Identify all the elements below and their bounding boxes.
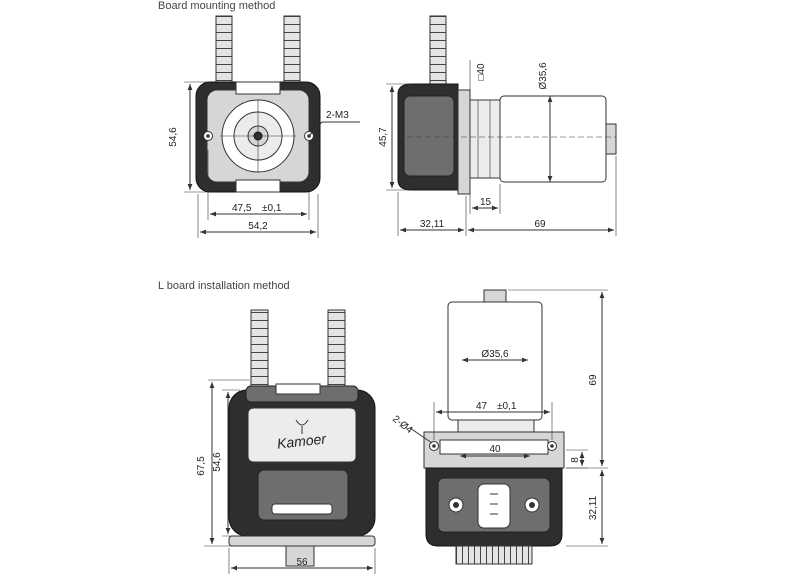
dim-l-side-motor-len: 69 bbox=[588, 374, 599, 386]
dim-l-side-width: 40 bbox=[489, 444, 501, 455]
adapter bbox=[469, 99, 501, 179]
dim-l-front-height: 54,6 bbox=[212, 452, 223, 472]
section-title-board-mounting: Board mounting method bbox=[158, 0, 276, 12]
dim-front-height: 54,6 bbox=[168, 127, 179, 147]
dim-side-diameter: Ø35,6 bbox=[538, 62, 549, 90]
dim-front-screw: 2-M3 bbox=[326, 110, 349, 121]
l-tube-bottom bbox=[455, 545, 533, 565]
dim-front-hole-spacing: 47,5 bbox=[232, 203, 252, 214]
board-front-view bbox=[195, 15, 321, 193]
mount-plate bbox=[457, 89, 471, 195]
logo-panel bbox=[247, 407, 357, 463]
dim-l-front-width: 56 bbox=[296, 557, 308, 568]
motor-body bbox=[499, 95, 607, 183]
dim-l-side-hole-spacing: 47 bbox=[476, 401, 488, 412]
dim-side-motor-len: 69 bbox=[534, 219, 546, 230]
tube-side bbox=[429, 15, 447, 87]
section-title-l-board: L board installation method bbox=[158, 280, 290, 292]
l-motor-body bbox=[447, 301, 543, 421]
tube-left bbox=[215, 15, 233, 83]
dim-front-hole-tol: ±0,1 bbox=[262, 203, 282, 214]
board-side-view bbox=[397, 15, 617, 195]
dim-front-width: 54,2 bbox=[248, 221, 268, 232]
l-tube-right bbox=[327, 309, 346, 391]
motor-end bbox=[605, 123, 617, 155]
l-board-front-dims: 67,5 54,6 56 bbox=[196, 379, 376, 574]
l-board-side-view bbox=[423, 289, 565, 565]
dim-l-side-diameter: Ø35,6 bbox=[481, 349, 509, 360]
l-board-front-view: Kamoer bbox=[228, 309, 376, 567]
tube-right bbox=[283, 15, 301, 83]
l-tube-left bbox=[250, 309, 269, 391]
l-base-plate bbox=[228, 535, 376, 547]
dim-l-side-holes: 2-Ø4 bbox=[390, 414, 415, 437]
dim-side-height: 45,7 bbox=[378, 127, 389, 147]
board-front-dims: 54,6 2-M3 47,5 ±0,1 54,2 bbox=[168, 81, 360, 238]
dim-side-pump-len: 32,11 bbox=[420, 219, 445, 230]
logo-kamoer: Kamoer bbox=[276, 430, 328, 451]
dim-l-front-height-outer: 67,5 bbox=[196, 456, 207, 476]
board-side-dims: 45,7 □40 Ø35,6 15 32,11 69 bbox=[378, 60, 617, 236]
dim-l-side-hole-tol: ±0,1 bbox=[497, 401, 517, 412]
dim-side-square: □40 bbox=[476, 63, 487, 81]
dim-side-depth: 15 bbox=[480, 197, 492, 208]
dim-l-side-pump-len: 32,11 bbox=[588, 495, 599, 520]
dim-l-side-thickness: 8 bbox=[570, 457, 581, 463]
